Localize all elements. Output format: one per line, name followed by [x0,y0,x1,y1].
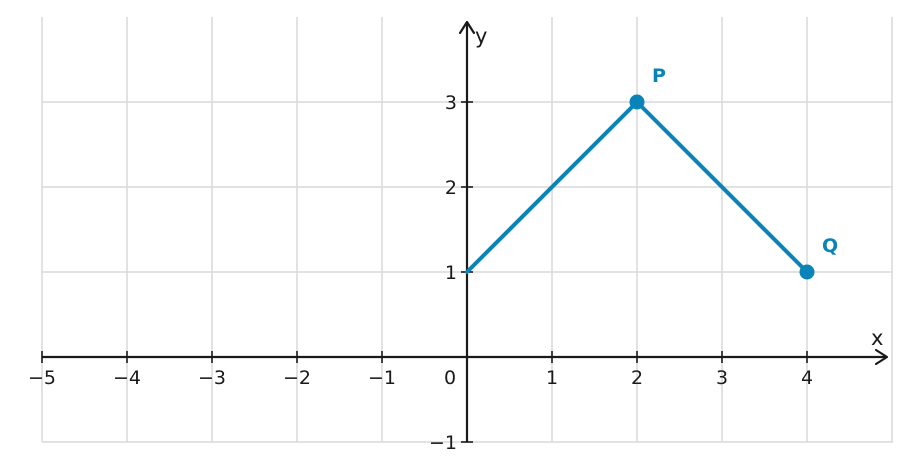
x-tick-label: 3 [716,367,728,389]
x-axis-arrow [874,348,889,366]
x-tick-label: −3 [198,367,226,389]
y-tick-label: 3 [445,92,457,114]
x-tick-label: −2 [283,367,311,389]
y-axis-label: y [475,24,487,48]
data-point [629,94,645,110]
ticks: −5 −4 −3 −2 −1 0 1 2 3 4 −1 1 2 3 [28,92,813,454]
series: PQ [465,65,838,280]
y-tick-label: 1 [445,262,457,284]
axes: xy [42,20,889,442]
x-axis-label: x [871,326,883,350]
point-label: P [652,65,666,87]
y-axis-arrow [458,20,476,35]
x-tick-label: 0 [444,367,456,389]
y-tick-label: 2 [445,177,457,199]
point-label: Q [822,235,838,257]
x-tick-label: 1 [546,367,558,389]
x-tick-label: −1 [368,367,396,389]
x-tick-label: 4 [801,367,813,389]
data-point [799,264,815,280]
x-tick-label: 2 [631,367,643,389]
y-tick-label: −1 [429,432,457,454]
x-tick-label: −5 [28,367,56,389]
x-tick-label: −4 [113,367,141,389]
